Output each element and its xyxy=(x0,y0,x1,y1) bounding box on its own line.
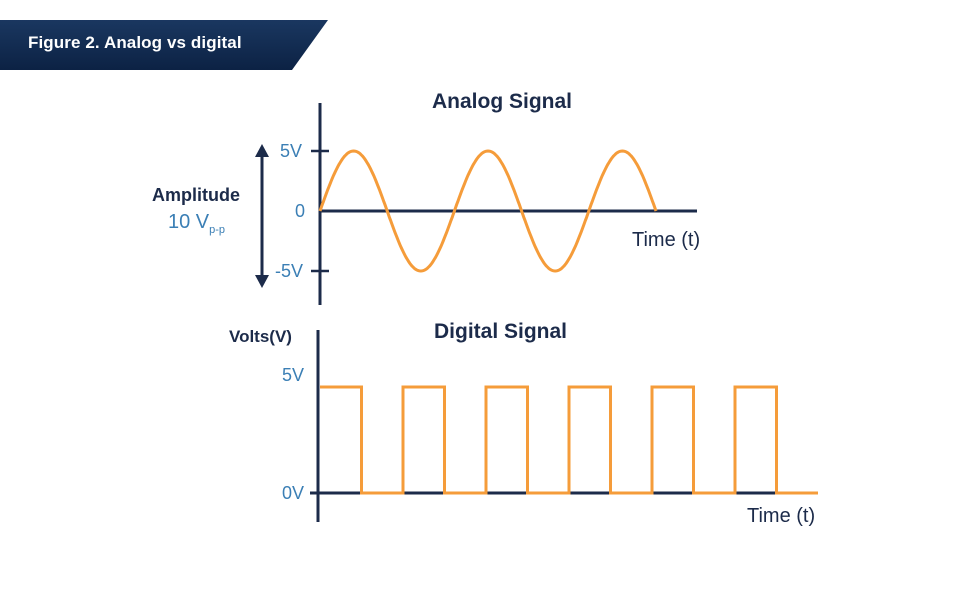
banner-shape xyxy=(0,20,328,70)
analog-title: Analog Signal xyxy=(432,90,573,113)
digital-title: Digital Signal xyxy=(434,320,568,343)
analog-tick-0: 0 xyxy=(295,201,306,221)
analog-tick-5v: 5V xyxy=(280,141,303,161)
analog-axes xyxy=(311,103,697,305)
amplitude-value: 10 Vp-p xyxy=(168,211,225,236)
digital-square-wave xyxy=(320,385,818,495)
digital-tick-0v: 0V xyxy=(282,483,305,503)
figure-banner: Figure 2. Analog vs digital xyxy=(0,20,330,70)
digital-tick-5v: 5V xyxy=(282,365,305,385)
figure-title: Figure 2. Analog vs digital xyxy=(28,33,242,52)
analog-sine-wave xyxy=(318,149,658,273)
digital-x-label: Time (t) xyxy=(747,505,816,527)
amplitude-arrow-icon xyxy=(255,144,269,288)
digital-y-label: Volts(V) xyxy=(229,327,292,346)
analog-tick-neg5v: -5V xyxy=(275,261,304,281)
amplitude-label: Amplitude xyxy=(152,185,240,205)
amplitude-subscript: p-p xyxy=(209,224,226,236)
amplitude-value-text: 10 V xyxy=(168,211,210,233)
analog-x-label: Time (t) xyxy=(632,229,701,251)
